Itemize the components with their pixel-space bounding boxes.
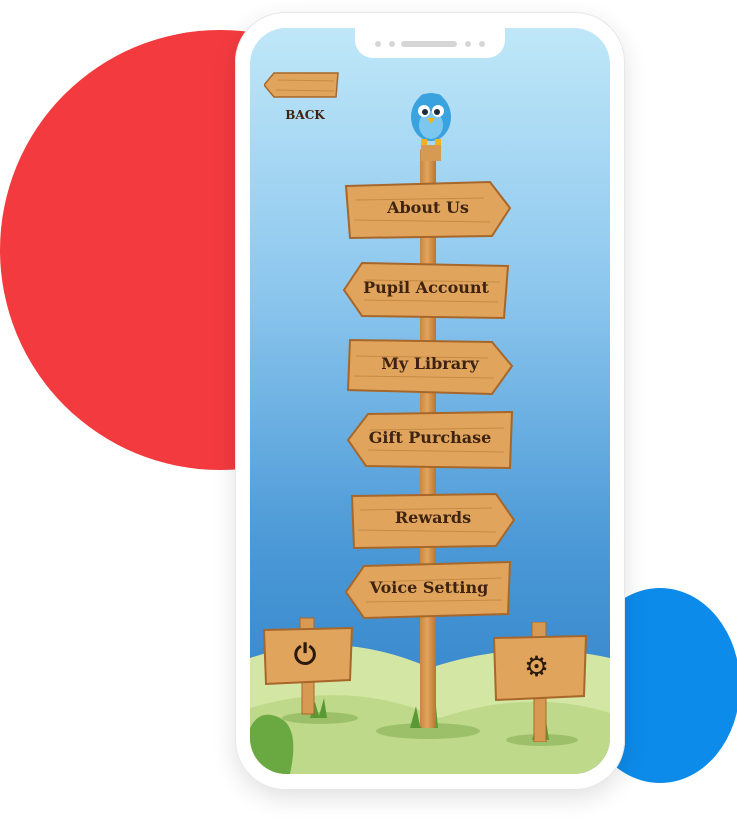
my-library-button[interactable]: My Library (346, 336, 514, 396)
power-sign-board (262, 617, 354, 715)
right-arrow-sign-icon (344, 180, 512, 240)
bird-mascot (411, 93, 451, 161)
settings-button[interactable]: ⚙ (492, 621, 588, 743)
pupil-account-label: Pupil Account (363, 278, 489, 297)
left-arrow-sign-icon (344, 560, 512, 620)
my-library-label: My Library (381, 354, 479, 373)
left-arrow-sign-icon (346, 410, 514, 470)
phone-notch (355, 28, 505, 58)
app-screen: BACK About Us Pupil Account My Library (250, 28, 610, 774)
phone-frame: BACK About Us Pupil Account My Library (235, 12, 625, 790)
left-arrow-sign-icon (342, 261, 510, 320)
pupil-account-button[interactable]: Pupil Account (342, 260, 510, 320)
settings-sign-board (492, 621, 588, 743)
gift-purchase-button[interactable]: Gift Purchase (346, 410, 514, 470)
back-arrow-icon (263, 72, 339, 98)
back-button-label: BACK (285, 108, 325, 122)
voice-setting-button[interactable]: Voice Setting (344, 560, 514, 620)
power-button[interactable]: ⏻ (262, 604, 354, 716)
rewards-label: Rewards (394, 508, 472, 527)
voice-setting-label: Voice Setting (369, 578, 489, 597)
about-us-label: About Us (387, 198, 469, 217)
power-icon: ⏻ (294, 638, 317, 671)
about-us-button[interactable]: About Us (344, 180, 512, 240)
gift-purchase-label: Gift Purchase (368, 428, 492, 447)
rewards-button[interactable]: Rewards (350, 490, 516, 550)
back-button[interactable]: BACK (263, 72, 340, 122)
right-arrow-sign-icon (350, 492, 516, 550)
gear-icon: ⚙ (524, 650, 550, 683)
right-arrow-sign-icon (346, 338, 514, 396)
